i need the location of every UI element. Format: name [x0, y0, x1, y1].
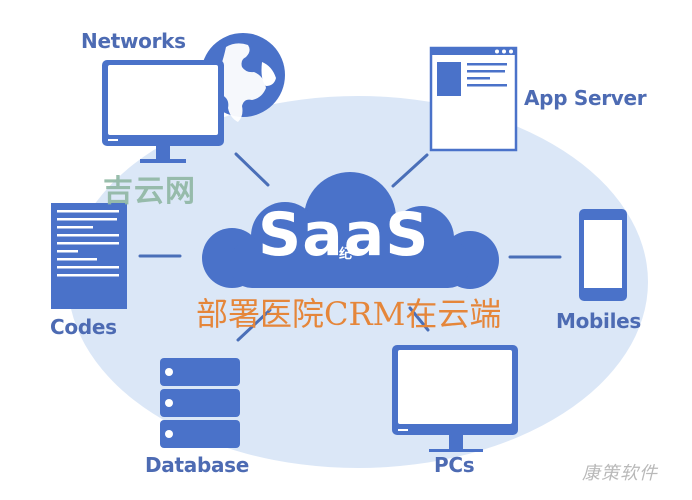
smartphone-icon: [579, 209, 627, 301]
cloud-icon: [202, 172, 499, 289]
saas-overlay-glyph: 纪: [339, 247, 353, 262]
browser-window-icon: [429, 46, 518, 152]
connector-pcs: [408, 306, 430, 332]
database-server-icon: [160, 358, 240, 448]
desktop-monitor-icon: [392, 345, 518, 452]
connector-networks: [234, 152, 270, 187]
label-networks: Networks: [81, 29, 186, 53]
cloud-caption: 部署医院CRM在云端: [196, 295, 502, 333]
connector-database: [236, 308, 272, 342]
label-mobiles: Mobiles: [556, 309, 642, 333]
saas-title: SaaS: [258, 200, 430, 270]
connector-lines: [138, 152, 562, 342]
watermark-jiyunwang: 吉云网: [103, 174, 196, 209]
label-app-server: App Server: [524, 86, 647, 110]
watermark-kangce: 康策软件: [582, 463, 658, 484]
connector-app-server: [391, 153, 429, 188]
label-pcs: PCs: [434, 453, 475, 477]
label-codes: Codes: [50, 315, 117, 339]
label-database: Database: [145, 453, 250, 477]
code-document-icon: [51, 203, 127, 309]
networks-monitor-icon: [102, 60, 224, 163]
